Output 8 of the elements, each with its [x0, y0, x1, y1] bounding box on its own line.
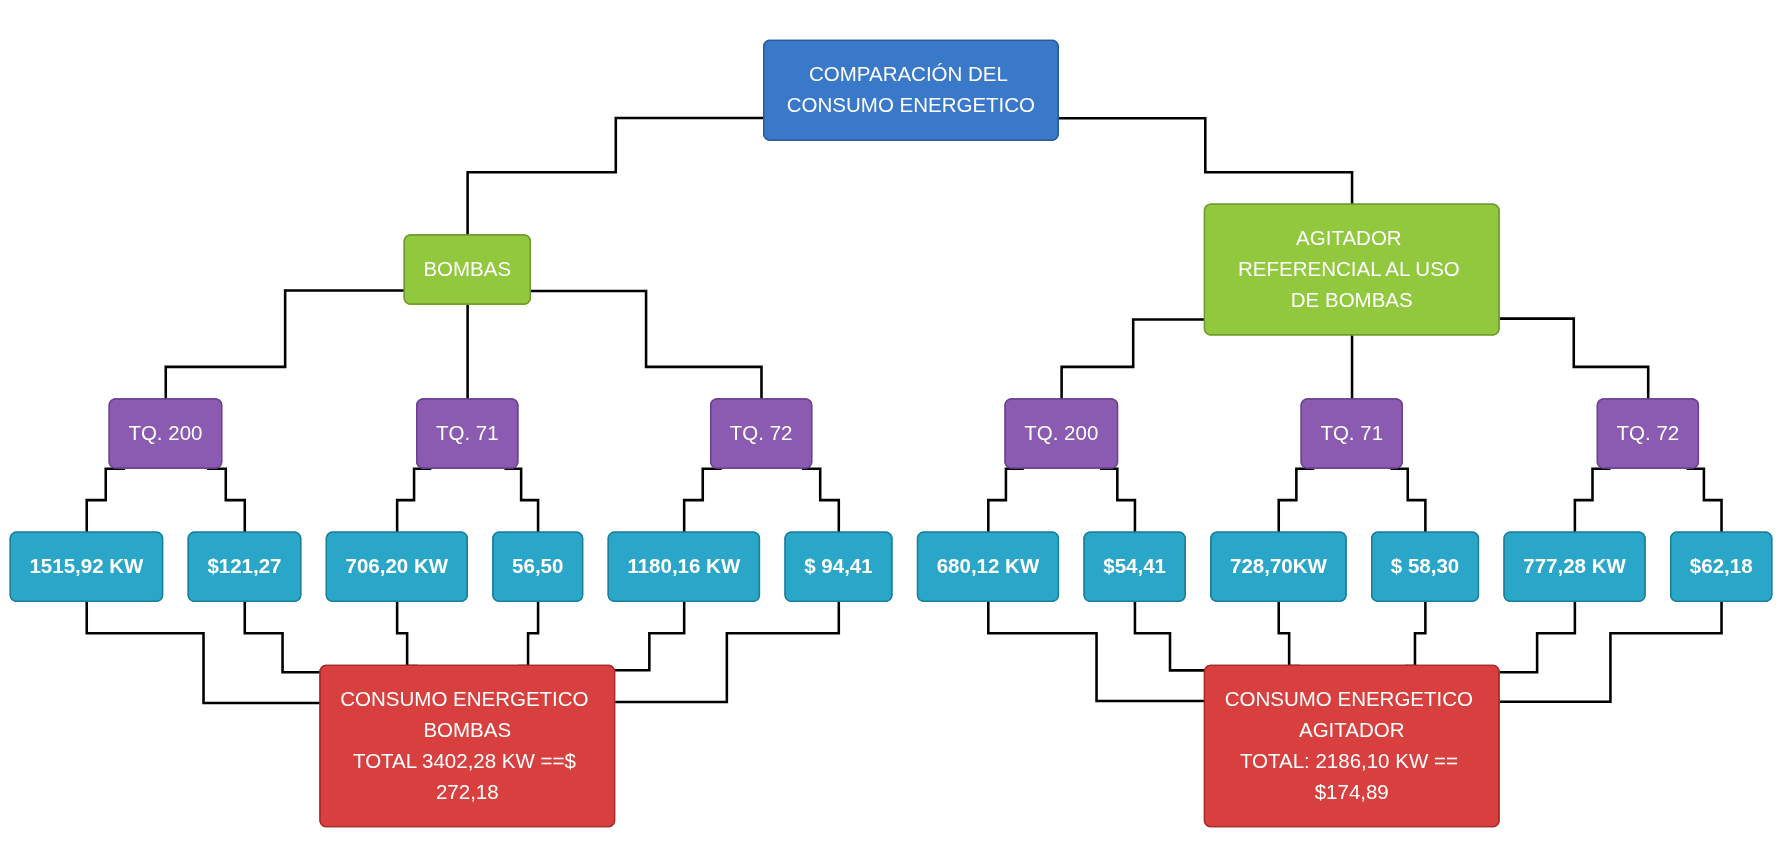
connector	[614, 600, 686, 672]
connector	[1499, 600, 1577, 674]
connector	[1499, 600, 1724, 703]
connector	[615, 600, 841, 704]
connector	[85, 600, 321, 705]
connector	[987, 600, 1206, 703]
connector	[1133, 600, 1206, 672]
connector	[243, 600, 321, 674]
